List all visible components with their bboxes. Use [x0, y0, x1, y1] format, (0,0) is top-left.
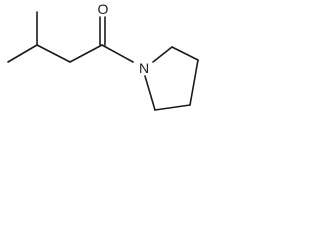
chemical-structure-diagram: O N: [7, 1, 199, 111]
bond-ring-c4-c5: [154, 104, 191, 111]
bond-methyl-a: [7, 44, 38, 63]
bond-carbonyl-nitrogen: [101, 44, 134, 63]
bond-ring-n-c2: [152, 46, 173, 63]
bond-ring-c5-n: [144, 75, 156, 111]
bond-branch-ch2: [36, 44, 71, 63]
bond-ch2-carbonyl: [69, 44, 103, 63]
bond-ring-c2-c3: [171, 46, 199, 61]
oxygen-atom-label: O: [98, 1, 109, 17]
nitrogen-atom-label: N: [139, 60, 149, 76]
bond-ring-c3-c4: [189, 59, 199, 106]
